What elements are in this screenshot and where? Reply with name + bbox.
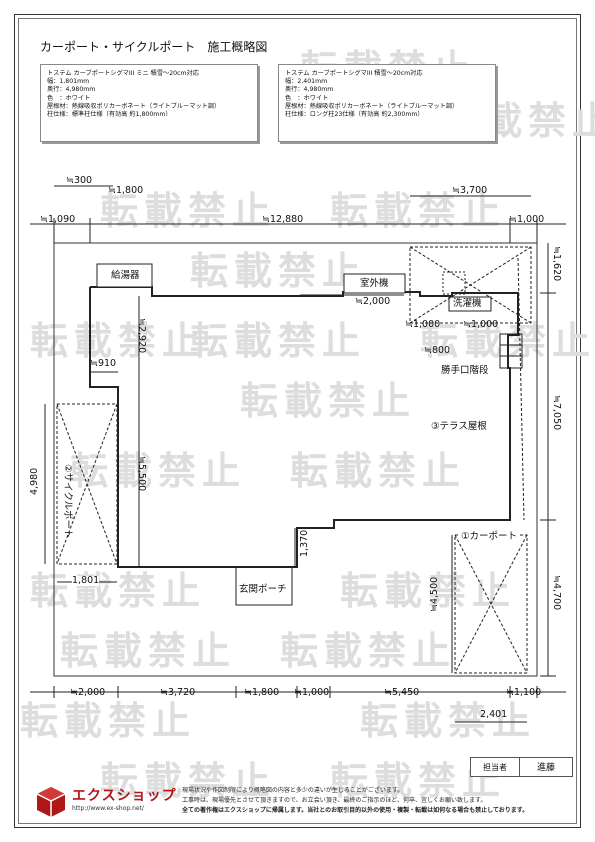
- footer-note-2: 工事時は、現場優先とさせて頂きますので、お立会い頂き、最終のご指示のほど、何卒、…: [182, 797, 487, 804]
- spec-left-line4: 色 ：ホワイト: [47, 94, 91, 102]
- brand-url: http://www.ex-shop.net/: [72, 805, 144, 812]
- spec-box-right: トステム カーブポートシグマIII 積雪～20cm対応 幅：2,401mm 奥行…: [278, 64, 496, 142]
- dim-washer-1000a: ≒1,000: [405, 319, 441, 330]
- dim-bottom-1800: ≒1,800: [244, 687, 280, 698]
- dim-outdoor-2000: ≒2,000: [355, 296, 391, 307]
- dim-top-1800: ≒1,800: [108, 185, 144, 196]
- terrace-roof-outline: [409, 246, 532, 324]
- dim-bottom-1100: ≒1,100: [506, 687, 542, 698]
- spec-right-line6: 柱仕様：ロング柱23仕様（有効高 約2,300mm）: [285, 111, 424, 119]
- kitchen-steps-label: 勝手口階段: [440, 365, 490, 376]
- property-boundary: [53, 242, 538, 677]
- water-heater-label: 給湯器: [110, 270, 141, 281]
- dim-cycle-4980: 4,980: [29, 467, 40, 495]
- spec-right-line1: トステム カーブポートシグマIII 積雪～20cm対応: [285, 70, 423, 77]
- brand-name: エクスショップ: [72, 788, 177, 804]
- spec-right-line2: 幅：2,401mm: [285, 78, 328, 86]
- logo-icon: [36, 787, 66, 817]
- spec-left-line5: 屋根材：熱線吸収ポリカーボネート（ライトブルーマット調）: [47, 102, 221, 110]
- dim-right-7050: ≒7,050: [551, 395, 562, 431]
- dim-bottom-1000: ≒1,000: [294, 687, 330, 698]
- staff-name: 進藤: [519, 757, 573, 777]
- kitchen-steps-box: [499, 333, 523, 369]
- spec-left-line2: 幅：1,801mm: [47, 78, 90, 86]
- entrance-porch-label: 玄関ポーチ: [238, 584, 288, 595]
- cycleport-label: ②サイクルポート: [62, 464, 73, 539]
- entrance-porch-box: [235, 566, 293, 606]
- dim-washer-1000b: ≒1,000: [463, 319, 499, 330]
- dim-right-4700: ≒4,700: [551, 575, 562, 611]
- spec-box-left: トステム カーブポートシグマIII ミニ 積雪～20cm対応 幅：1,801mm…: [40, 64, 258, 142]
- page-title: カーポート・サイクルポート 施工概略図: [40, 40, 268, 54]
- dim-porch-1370: 1,370: [299, 529, 310, 557]
- spec-left-line6: 柱仕様：標準柱仕様（有効高 約1,800mm）: [47, 111, 172, 119]
- dim-bottom-2000: ≒2,000: [70, 687, 106, 698]
- footer-note-3: 全ての著作権はエクスショップに帰属します。当社とのお取引目的以外の使用・複製・転…: [182, 807, 529, 814]
- staff-label: 担当者: [470, 757, 520, 777]
- dim-heater-910: ≒910: [90, 358, 117, 369]
- spec-right-line4: 色 ：ホワイト: [285, 94, 329, 102]
- dim-bottom-5450: ≒5,450: [384, 687, 420, 698]
- dim-cycle-5500: ≒5,500: [136, 456, 147, 492]
- dim-top-300: ≒300: [66, 175, 93, 186]
- dim-top-1090: ≒1,090: [40, 214, 76, 225]
- dim-top-1000: ≒1,000: [509, 214, 545, 225]
- footer-notes: 現場状況や作図制限により概略図の内容と多少の違いが生じることがございます。 工事…: [182, 786, 528, 816]
- dim-carport-4500: ≒4,500: [429, 576, 440, 612]
- spec-right-line5: 屋根材：熱線吸収ポリカーボネート（ライトブルーマット調）: [285, 102, 459, 110]
- dim-washer-800: ≒800: [424, 345, 451, 356]
- spec-right-line3: 奥行：4,980mm: [285, 86, 334, 94]
- dim-heater-2920: ≒2,920: [136, 318, 147, 354]
- outdoor-unit-label: 室外機: [359, 278, 390, 289]
- washer-label: 洗濯機: [452, 298, 483, 309]
- spec-left-line3: 奥行：4,980mm: [47, 86, 96, 94]
- carport-label: ①カーポート: [460, 531, 519, 542]
- dim-top-3700: ≒3,700: [452, 185, 488, 196]
- footer-note-1: 現場状況や作図制限により概略図の内容と多少の違いが生じることがございます。: [182, 787, 404, 794]
- dim-right-1620: ≒1,620: [551, 246, 562, 282]
- dim-bottom-3720: ≒3,720: [160, 687, 196, 698]
- footer: エクスショップ http://www.ex-shop.net/ 現場状況や作図制…: [30, 783, 570, 819]
- dim-bottom-2401: 2,401: [480, 709, 508, 720]
- dim-top-12880: ≒12,880: [262, 214, 304, 225]
- cycleport-outline: [56, 403, 118, 565]
- spec-left-line1: トステム カーブポートシグマIII ミニ 積雪～20cm対応: [47, 70, 199, 77]
- inner-frame: [18, 18, 577, 824]
- terrace-roof-label: ③テラス屋根: [430, 421, 488, 432]
- dim-cycle-1801: 1,801: [72, 575, 100, 586]
- outer-frame: [14, 14, 581, 828]
